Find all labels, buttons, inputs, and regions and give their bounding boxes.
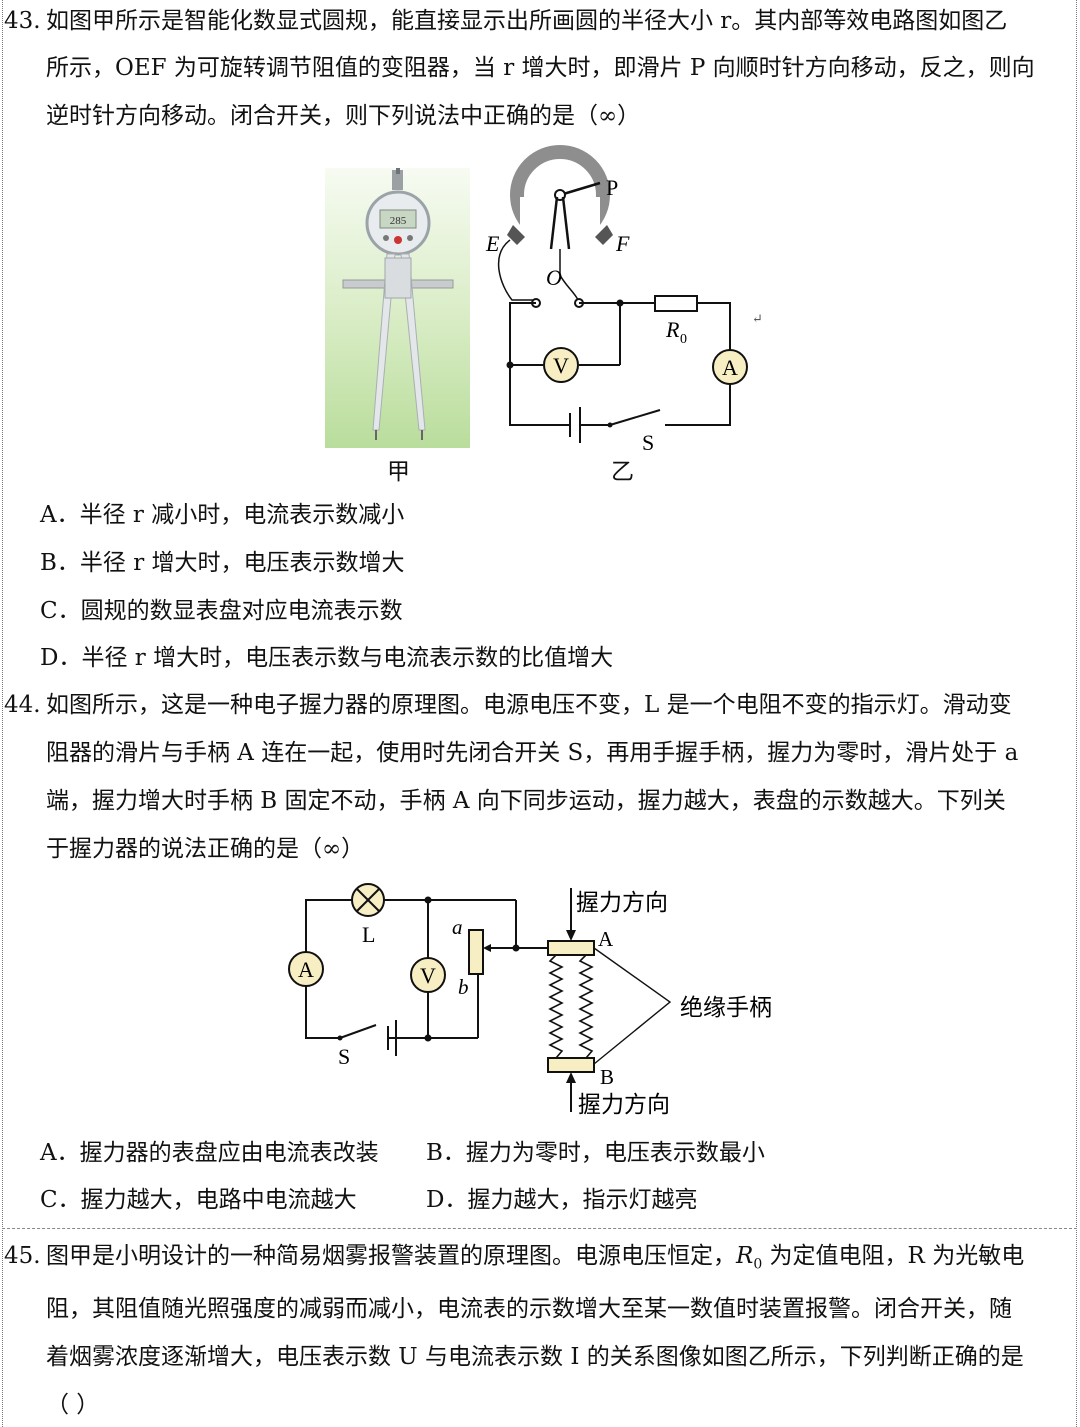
spring-left xyxy=(548,954,564,1059)
question-text-line: 如图甲所示是智能化数显式圆规，能直接显示出所画圆的半径大小 r。其内部等效电路图… xyxy=(46,8,1008,34)
label-r0-subscript: 0 xyxy=(680,332,687,347)
label-force-top: 握力方向 xyxy=(576,890,668,915)
label-s: S xyxy=(642,430,654,455)
ammeter-label: A xyxy=(722,355,738,380)
question-text-line: 图甲是小明设计的一种简易烟雾报警装置的原理图。电源电压恒定，R0 为定值电阻，R… xyxy=(46,1243,1025,1273)
spring-right xyxy=(578,954,594,1059)
page-right-border xyxy=(1076,0,1077,1427)
ammeter-label: A xyxy=(298,957,314,982)
label-o: O xyxy=(546,265,562,290)
page-left-border xyxy=(2,0,3,1427)
label-b-end: b xyxy=(458,975,469,999)
label-handle-a: A xyxy=(598,927,614,951)
label-r0: R xyxy=(665,317,680,342)
resistor-r0 xyxy=(654,295,698,312)
option-d: D．半径 r 增大时，电压表示数与电流表示数的比值增大 xyxy=(40,645,614,671)
question-text-line: 逆时针方向移动。闭合开关，则下列说法中正确的是（∞） xyxy=(46,103,641,129)
option-a: A．握力器的表盘应由电流表改装 xyxy=(40,1140,379,1166)
question-text-line: 端，握力增大时手柄 B 固定不动，手柄 A 向下同步运动，握力越大，表盘的示数越… xyxy=(46,788,1006,814)
label-handle-b: B xyxy=(600,1065,614,1089)
rheostat xyxy=(468,929,484,975)
label-l: L xyxy=(362,922,375,947)
option-a: A．半径 r 减小时，电流表示数减小 xyxy=(40,502,405,528)
voltmeter xyxy=(543,347,579,383)
label-e: E xyxy=(485,231,500,256)
figure-caption-yi: 乙 xyxy=(611,459,634,485)
question-text-line: 如图所示，这是一种电子握力器的原理图。电源电压不变，L 是一个电阻不变的指示灯。… xyxy=(46,692,1012,718)
label-p: P xyxy=(606,175,618,200)
option-c: C．圆规的数显表盘对应电流表示数 xyxy=(40,598,403,624)
circuit-diagram-yi: P E F O R 0 A V S xyxy=(485,145,748,455)
switch-s xyxy=(339,1024,377,1039)
question-text-line: （ ） xyxy=(46,1392,100,1418)
ammeter xyxy=(288,951,324,987)
option-b: B．半径 r 增大时，电压表示数增大 xyxy=(40,550,405,576)
compass-display-value: 285 xyxy=(390,215,407,227)
voltmeter xyxy=(410,957,446,993)
label-s: S xyxy=(338,1044,350,1069)
switch-s xyxy=(609,409,661,426)
question-text-line: 阻器的滑片与手柄 A 连在一起，使用时先闭合开关 S，再用手握手柄，握力为零时，… xyxy=(46,740,1019,766)
question-number: 45. xyxy=(4,1243,41,1269)
handle-b xyxy=(547,1057,595,1073)
option-b: B．握力为零时，电压表示数最小 xyxy=(426,1140,765,1166)
label-f: F xyxy=(615,231,630,256)
voltmeter-label: V xyxy=(420,963,436,988)
question-number: 44. xyxy=(4,692,41,718)
label-insulated-handle: 绝缘手柄 xyxy=(680,995,772,1020)
option-d: D．握力越大，指示灯越亮 xyxy=(426,1187,698,1213)
question-number: 43. xyxy=(4,8,41,34)
label-force-bottom: 握力方向 xyxy=(578,1092,670,1117)
question-text-line: 着烟雾浓度逐渐增大，电压表示数 U 与电流表示数 I 的关系图像如图乙所示，下列… xyxy=(46,1344,1024,1370)
question-text-line: 阻，其阻值随光照强度的减弱而减小，电流表的示数增大至某一数值时装置报警。闭合开关… xyxy=(46,1296,1012,1322)
question-text-line: 所示，OEF 为可旋转调节阻值的变阻器，当 r 增大时，即滑片 P 向顺时针方向… xyxy=(46,55,1035,81)
section-divider xyxy=(2,1228,1077,1229)
handle-a xyxy=(547,940,595,956)
question-text-line: 于握力器的说法正确的是（∞） xyxy=(46,836,365,862)
figure-caption-jia: 甲 xyxy=(387,459,410,485)
label-a-end: a xyxy=(452,915,463,939)
grip-force-circuit-diagram: L A V S a b A B 握力方向 握力方向 xyxy=(288,883,772,1117)
option-c: C．握力越大，电路中电流越大 xyxy=(40,1187,357,1213)
voltmeter-label: V xyxy=(553,353,569,378)
compass-photo: 285 xyxy=(325,168,470,448)
slider-p xyxy=(559,181,601,197)
